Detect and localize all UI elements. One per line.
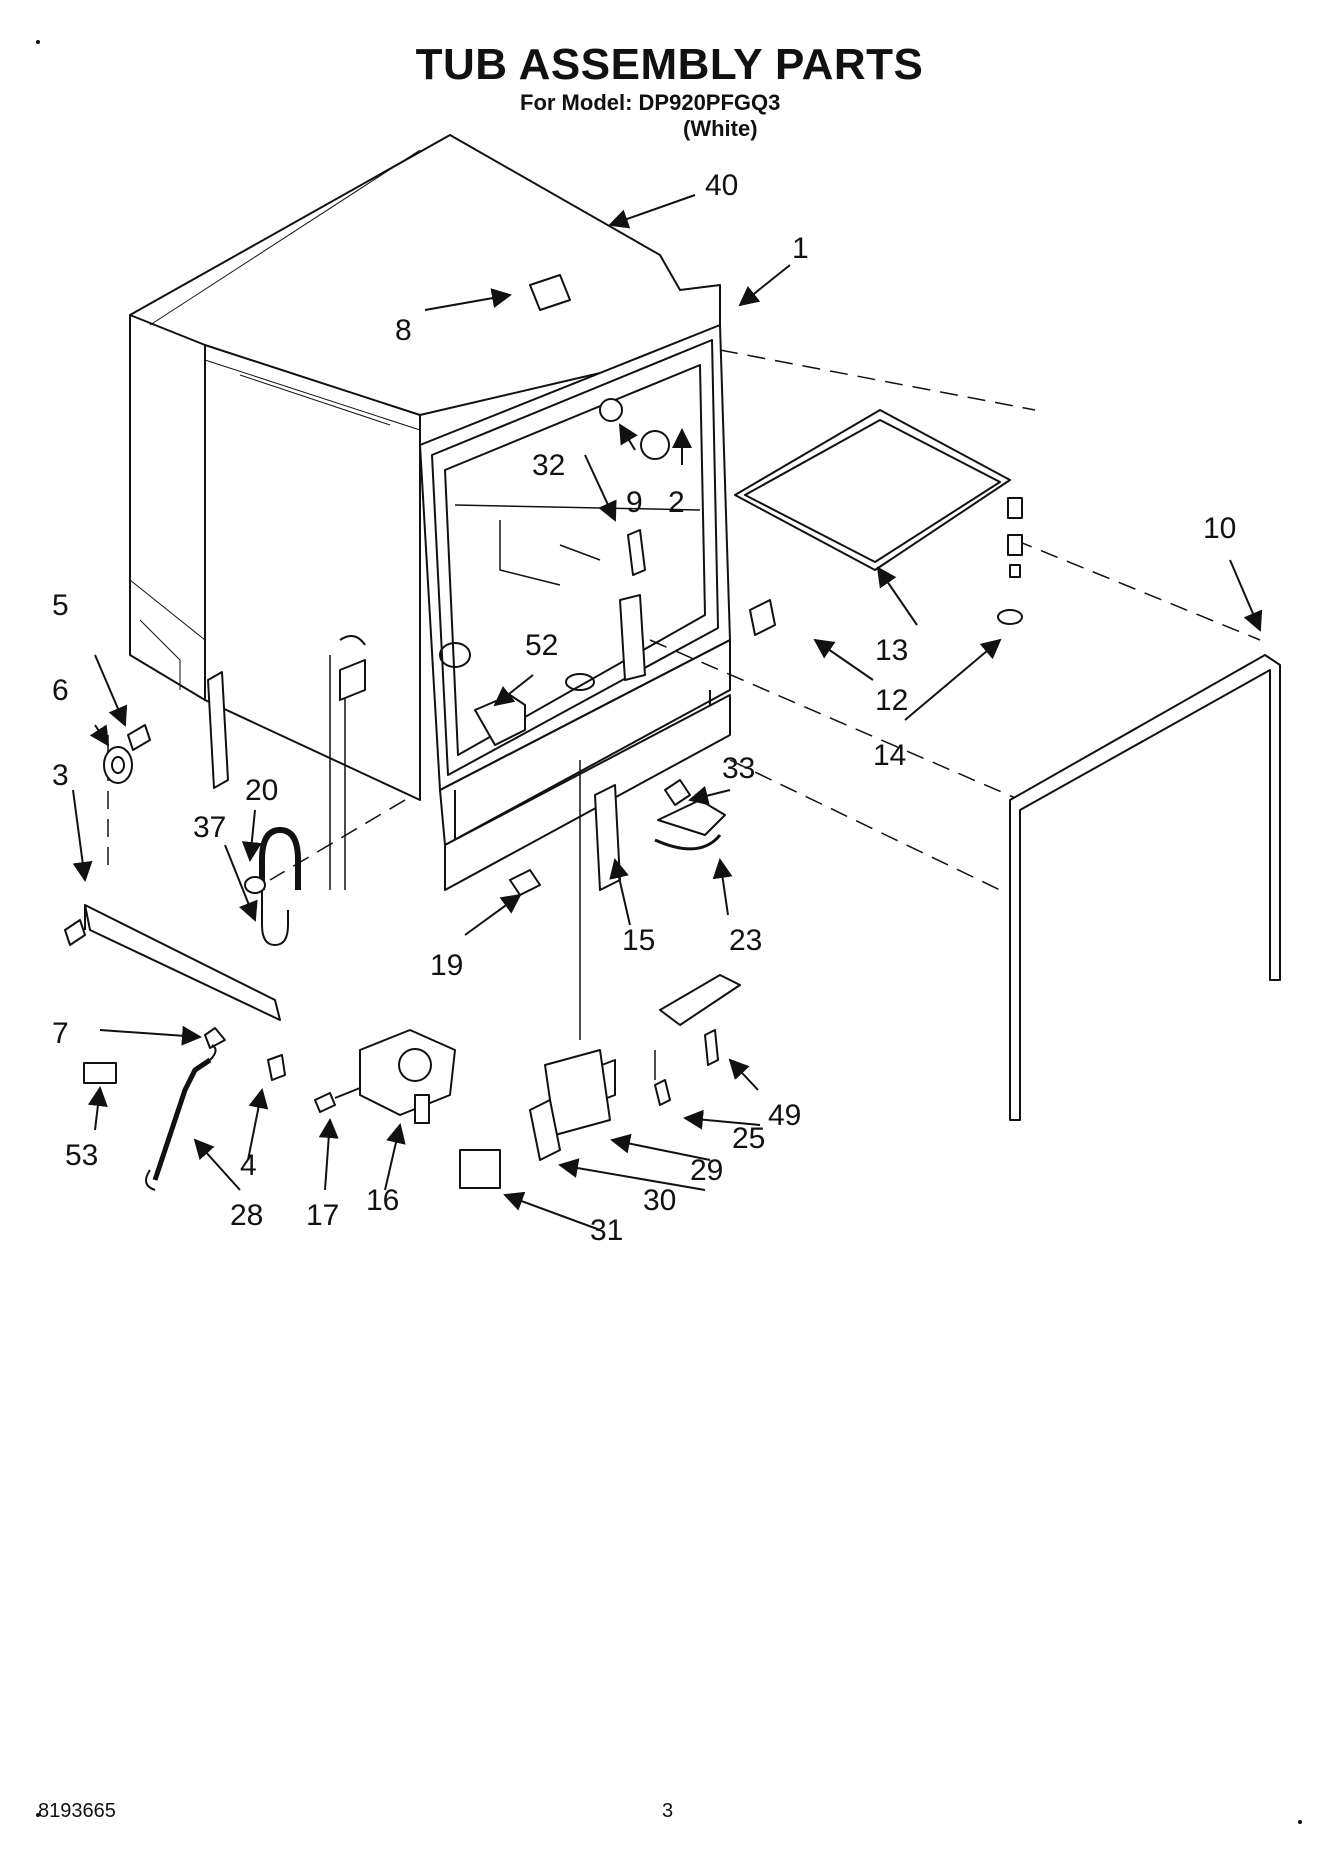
- callout-32: 32: [532, 449, 565, 482]
- color-variant: (White): [683, 116, 758, 141]
- callout-6: 6: [52, 674, 69, 707]
- callout-labels: 40 1 8 32 9 2 10 5 6 52 13 12 14 3 20 37…: [52, 169, 1236, 1247]
- callout-9: 9: [626, 486, 643, 519]
- callout-29: 29: [690, 1154, 723, 1187]
- hinge-parts: [64, 671, 281, 1084]
- lower-parts: [459, 760, 741, 1189]
- callout-40: 40: [705, 169, 738, 202]
- callout-3: 3: [52, 759, 69, 792]
- callout-10: 10: [1203, 512, 1236, 545]
- drain-hose-drawing: [244, 655, 346, 946]
- rail-assembly-drawing: [734, 409, 1023, 625]
- tub-shell-drawing: [129, 134, 721, 801]
- model-number: For Model: DP920PFGQ3: [520, 90, 781, 115]
- valve-and-spring: [145, 1029, 456, 1191]
- callout-2: 2: [668, 486, 685, 519]
- leader-arrows: [72, 194, 1263, 1231]
- callout-20: 20: [245, 774, 278, 807]
- top-small-parts: [339, 274, 776, 701]
- callout-5: 5: [52, 589, 69, 622]
- tub-interior: [439, 504, 701, 746]
- callout-17: 17: [306, 1199, 339, 1232]
- callout-37: 37: [193, 811, 226, 844]
- callout-16: 16: [366, 1184, 399, 1217]
- u-bar-drawing: [1009, 654, 1281, 1121]
- alignment-lines: [107, 349, 1261, 891]
- callout-52: 52: [525, 629, 558, 662]
- callout-49: 49: [768, 1099, 801, 1132]
- callout-28: 28: [230, 1199, 263, 1232]
- callout-31: 31: [590, 1214, 623, 1247]
- callout-12: 12: [875, 684, 908, 717]
- callout-4: 4: [240, 1149, 257, 1182]
- callout-30: 30: [643, 1184, 676, 1217]
- callout-19: 19: [430, 949, 463, 982]
- callout-1: 1: [792, 232, 809, 265]
- callout-13: 13: [875, 634, 908, 667]
- callout-7: 7: [52, 1017, 69, 1050]
- callout-25: 25: [732, 1122, 765, 1155]
- callout-53: 53: [65, 1139, 98, 1172]
- page-number: 3: [662, 1800, 674, 1822]
- callout-15: 15: [622, 924, 655, 957]
- callout-14: 14: [873, 739, 906, 772]
- document-number: 8193665: [38, 1800, 116, 1822]
- callout-8: 8: [395, 314, 412, 347]
- callout-33: 33: [722, 752, 755, 785]
- registration-marks: [36, 40, 1302, 1824]
- front-rail: [444, 694, 731, 891]
- callout-23: 23: [729, 924, 762, 957]
- page-title: TUB ASSEMBLY PARTS: [415, 40, 924, 89]
